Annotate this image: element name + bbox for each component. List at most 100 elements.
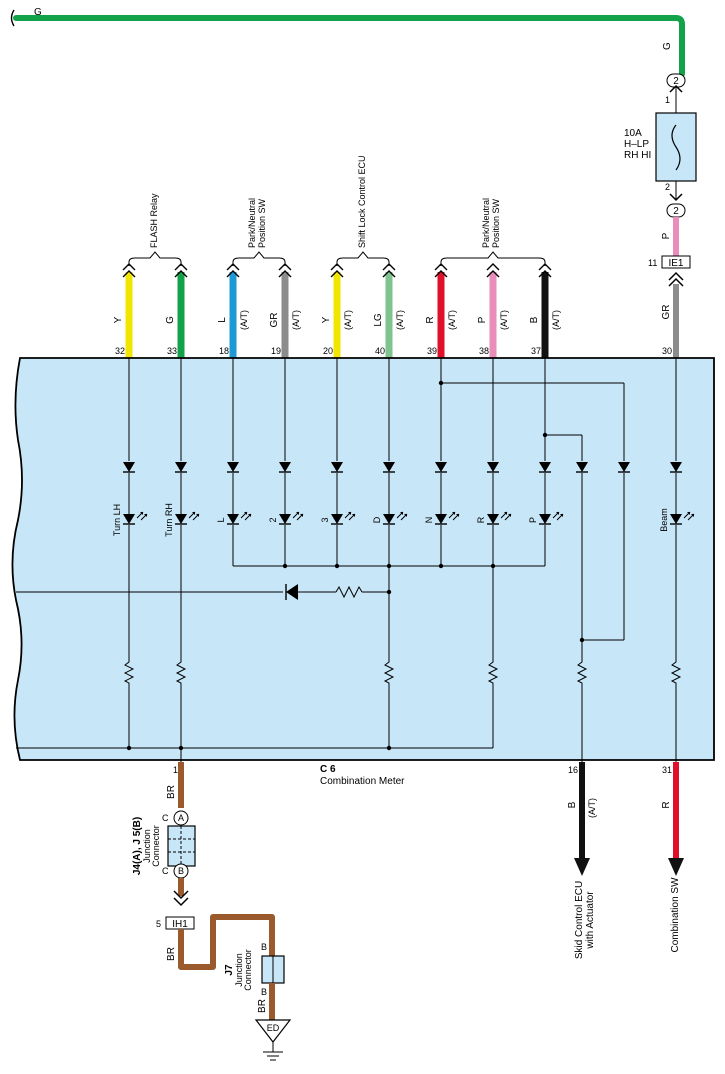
- pin-at-label: (A/T): [499, 310, 509, 330]
- j7-sub1: Junction: [234, 953, 244, 987]
- top-wire-label: G: [34, 7, 42, 18]
- pin-at-label: (A/T): [395, 310, 405, 330]
- pin-number-label: 39: [427, 346, 437, 356]
- fuse-name2: RH HI: [624, 150, 651, 161]
- indicator-label: Turn LH: [112, 504, 122, 536]
- group-label2: Position SW: [491, 198, 501, 248]
- group-1: FLASH Relay: [128, 193, 182, 266]
- ie1-pin: 11: [648, 258, 657, 268]
- indicator-led-icon: P: [528, 511, 564, 525]
- pin-at-label: (A/T): [239, 310, 249, 330]
- diode-icon: [576, 462, 588, 473]
- diode-icon: [487, 462, 499, 473]
- pin16-at-label: (A/T): [587, 798, 597, 818]
- pin1-label: 1: [173, 765, 178, 775]
- indicator-led-icon: Beam: [659, 508, 695, 532]
- pin-wire-38: P(A/T)38: [477, 263, 509, 358]
- pin-wire-color-label: R: [425, 316, 436, 323]
- pin-wire-color-label: LG: [373, 313, 384, 327]
- diode-icon: [618, 462, 630, 473]
- fuse-name: H–LP: [624, 139, 649, 150]
- pin-wire-33: G33: [165, 263, 188, 358]
- group-3: Shift Lock Control ECU: [336, 155, 390, 266]
- pin-wire-color-label: L: [217, 317, 228, 323]
- junction-sub2: Connector: [151, 825, 161, 867]
- resistor-icon: [670, 658, 682, 686]
- pin-wire-color-label: P: [477, 316, 488, 323]
- indicator-led-icon: N: [424, 511, 460, 525]
- group-label: Park/Neutral: [481, 198, 491, 248]
- meter-code: C 6: [320, 764, 336, 775]
- indicator-label: P: [528, 517, 538, 523]
- junction-connector-j4-j5: A C B C J4(A), J 5(B) Junction Connector: [132, 810, 196, 907]
- pin31-arrow: [668, 858, 684, 876]
- pin-wire-39: R (A/T) 39: [425, 263, 457, 358]
- group-label2: Position SW: [257, 198, 267, 248]
- combination-meter-box: [11, 357, 715, 761]
- diode-icon: [383, 462, 395, 473]
- j7-b-top: B: [261, 942, 267, 952]
- pin-at-label: (A/T): [291, 310, 301, 330]
- pin-wire-37: B(A/T)37: [529, 263, 561, 358]
- ih1-label: IH1: [172, 919, 188, 930]
- meter-name: Combination Meter: [320, 776, 405, 787]
- combination-sw-label: Combination SW: [670, 877, 681, 953]
- diode-left-icon: [285, 584, 298, 600]
- junction-c-top: C: [162, 813, 169, 823]
- wire-p-label: P: [661, 232, 672, 239]
- pin-at-label: (A/T): [447, 310, 457, 330]
- indicator-led-icon: R: [476, 511, 512, 525]
- pin-number-label: 37: [531, 346, 541, 356]
- fuse-bottom-connector: 2: [673, 206, 679, 217]
- indicator-label: D: [372, 516, 382, 523]
- pin31-label: 31: [662, 765, 672, 775]
- indicator-label: 3: [320, 517, 330, 522]
- indicator-label: R: [476, 516, 486, 523]
- diode-icon: [331, 462, 343, 473]
- diode-icon: [539, 462, 551, 473]
- indicator-led-icon: 3: [320, 511, 356, 525]
- j7-wire-label: BR: [257, 999, 268, 1013]
- pin-number-label: 32: [115, 346, 125, 356]
- bottom-wires: 1 BR 16 B (A/T) Skid Control ECU with Ac…: [166, 762, 684, 959]
- pin-wire-40: LG (A/T) 40: [373, 263, 405, 358]
- indicator-led-icon: 2: [268, 511, 304, 525]
- indicator-label: L: [216, 517, 226, 522]
- j7-b-bottom: B: [261, 987, 267, 997]
- fuse-pin-bottom: 2: [665, 182, 670, 192]
- junction-c-bottom: C: [162, 866, 169, 876]
- diode-icon: [279, 462, 291, 473]
- indicator-label: 2: [268, 517, 278, 522]
- pin-number-label: 20: [323, 346, 333, 356]
- indicator-led-icon: L: [216, 511, 252, 525]
- wire-break-mark: [10, 9, 15, 27]
- pin-wire-32: Y32: [113, 263, 136, 358]
- pin-number-label: 40: [375, 346, 385, 356]
- indicator-led-icon: Turn RH: [164, 503, 200, 537]
- pin16-wire-label: B: [567, 801, 578, 808]
- junction-label: J4(A), J 5(B): [132, 817, 143, 875]
- pin-at-label: (A/T): [551, 310, 561, 330]
- pin-wire-20: Y(A/T)20: [321, 263, 353, 358]
- indicator-led-icon: Turn LH: [112, 504, 148, 536]
- pin31-wire-label: R: [661, 801, 672, 808]
- pin-number-label: 19: [271, 346, 281, 356]
- pin-wire-color-label: G: [165, 316, 176, 324]
- pin16-label: 16: [568, 765, 578, 775]
- resistor-icon: [576, 658, 588, 686]
- indicator-led-icon: D: [372, 511, 408, 525]
- pin1-wire-label: BR: [166, 785, 177, 799]
- pin-wire-19: GR(A/T)19: [269, 263, 301, 358]
- resistor-icon: [175, 658, 187, 686]
- resistor-icon: [383, 658, 395, 686]
- fuse-icon: [671, 124, 681, 171]
- diode-icon: [670, 462, 682, 473]
- ih1-connector: IH1 5 BR: [156, 914, 275, 970]
- ie1-label: IE1: [668, 258, 683, 269]
- indicator-label: Beam: [659, 508, 669, 532]
- wire-gr-label: GR: [661, 305, 672, 320]
- group-label: Park/Neutral: [247, 198, 257, 248]
- ih1-pin: 5: [156, 919, 161, 929]
